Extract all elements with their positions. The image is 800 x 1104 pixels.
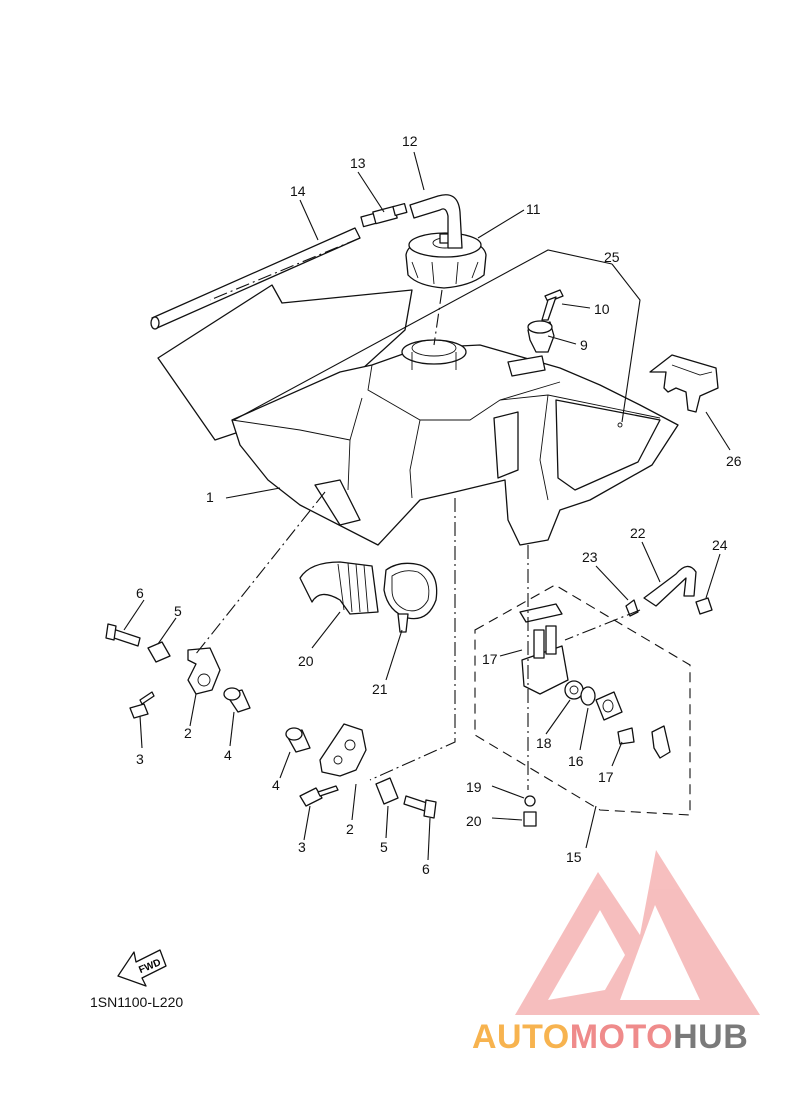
assembly-line [209, 237, 361, 301]
collar-part [527, 320, 555, 353]
callout-label: 20 [466, 813, 482, 829]
callout-label: 13 [350, 155, 366, 171]
bracket-left-part [187, 647, 221, 695]
damper-right-part [285, 727, 311, 753]
damper-left-part [223, 687, 251, 713]
bolt-part [541, 289, 564, 321]
callout-label: 5 [174, 603, 182, 619]
watermark-part1: AUTO [472, 1018, 570, 1056]
callout-label: 2 [184, 725, 192, 741]
leader-lines [123, 151, 731, 861]
screw-left-part [129, 691, 155, 719]
callout-label: 17 [482, 651, 498, 667]
bolt-left-part [105, 623, 141, 647]
callout-label: 14 [290, 183, 306, 199]
diagram-code: 1SN1100-L220 [90, 994, 184, 1010]
assembly-line [564, 609, 641, 641]
check-valve-part [360, 202, 408, 228]
callout-label: 4 [272, 777, 280, 793]
band-clamp-part [383, 562, 438, 633]
callout-label: 19 [466, 779, 482, 795]
callout-label: 4 [224, 747, 232, 763]
bolt-right-part [403, 795, 437, 819]
bracket-right-part [319, 723, 367, 777]
callout-label: 10 [594, 301, 610, 317]
assembly-line [194, 491, 326, 656]
callout-label: 21 [372, 681, 388, 697]
assembly-line [433, 289, 443, 346]
watermark-text: AUTOMOTOHUB [472, 1018, 748, 1057]
clip-part-2 [695, 597, 713, 615]
callout-label: 23 [582, 549, 598, 565]
watermark-logo-icon [515, 850, 760, 1015]
callout-label: 11 [526, 201, 541, 217]
tank-bracket-part [649, 354, 719, 413]
callout-label: 6 [136, 585, 144, 601]
callout-label: 18 [536, 735, 552, 751]
fuel-cap-part [405, 232, 487, 289]
screw-right-part [299, 785, 339, 807]
assembly-line [369, 498, 456, 781]
callout-label: 12 [402, 133, 418, 149]
collar-right-part [375, 777, 399, 805]
callout-label: 15 [566, 849, 582, 865]
callout-label: 25 [604, 249, 620, 265]
fuel-hose-part [643, 565, 697, 607]
callout-label: 5 [380, 839, 388, 855]
rubber-band-part [299, 561, 379, 615]
callout-label: 17 [598, 769, 614, 785]
callout-label: 16 [568, 753, 584, 769]
fuel-cock-assembly-part [519, 603, 671, 827]
fwd-arrow-icon: FWD [117, 949, 167, 987]
callout-label: 20 [298, 653, 314, 669]
fuel-tank-part [157, 284, 679, 546]
callout-label: 9 [580, 337, 588, 353]
callout-label: 1 [206, 489, 214, 505]
callout-label: 3 [298, 839, 306, 855]
callout-label: 26 [726, 453, 742, 469]
collar-left-part [147, 641, 171, 663]
callout-label: 3 [136, 751, 144, 767]
watermark-part3: HUB [673, 1018, 749, 1056]
callout-label: 2 [346, 821, 354, 837]
watermark-part2: MOTO [569, 1018, 674, 1056]
callout-label: 22 [630, 525, 646, 541]
callout-label: 24 [712, 537, 728, 553]
breather-hose-part [409, 194, 463, 249]
callout-label: 6 [422, 861, 430, 877]
